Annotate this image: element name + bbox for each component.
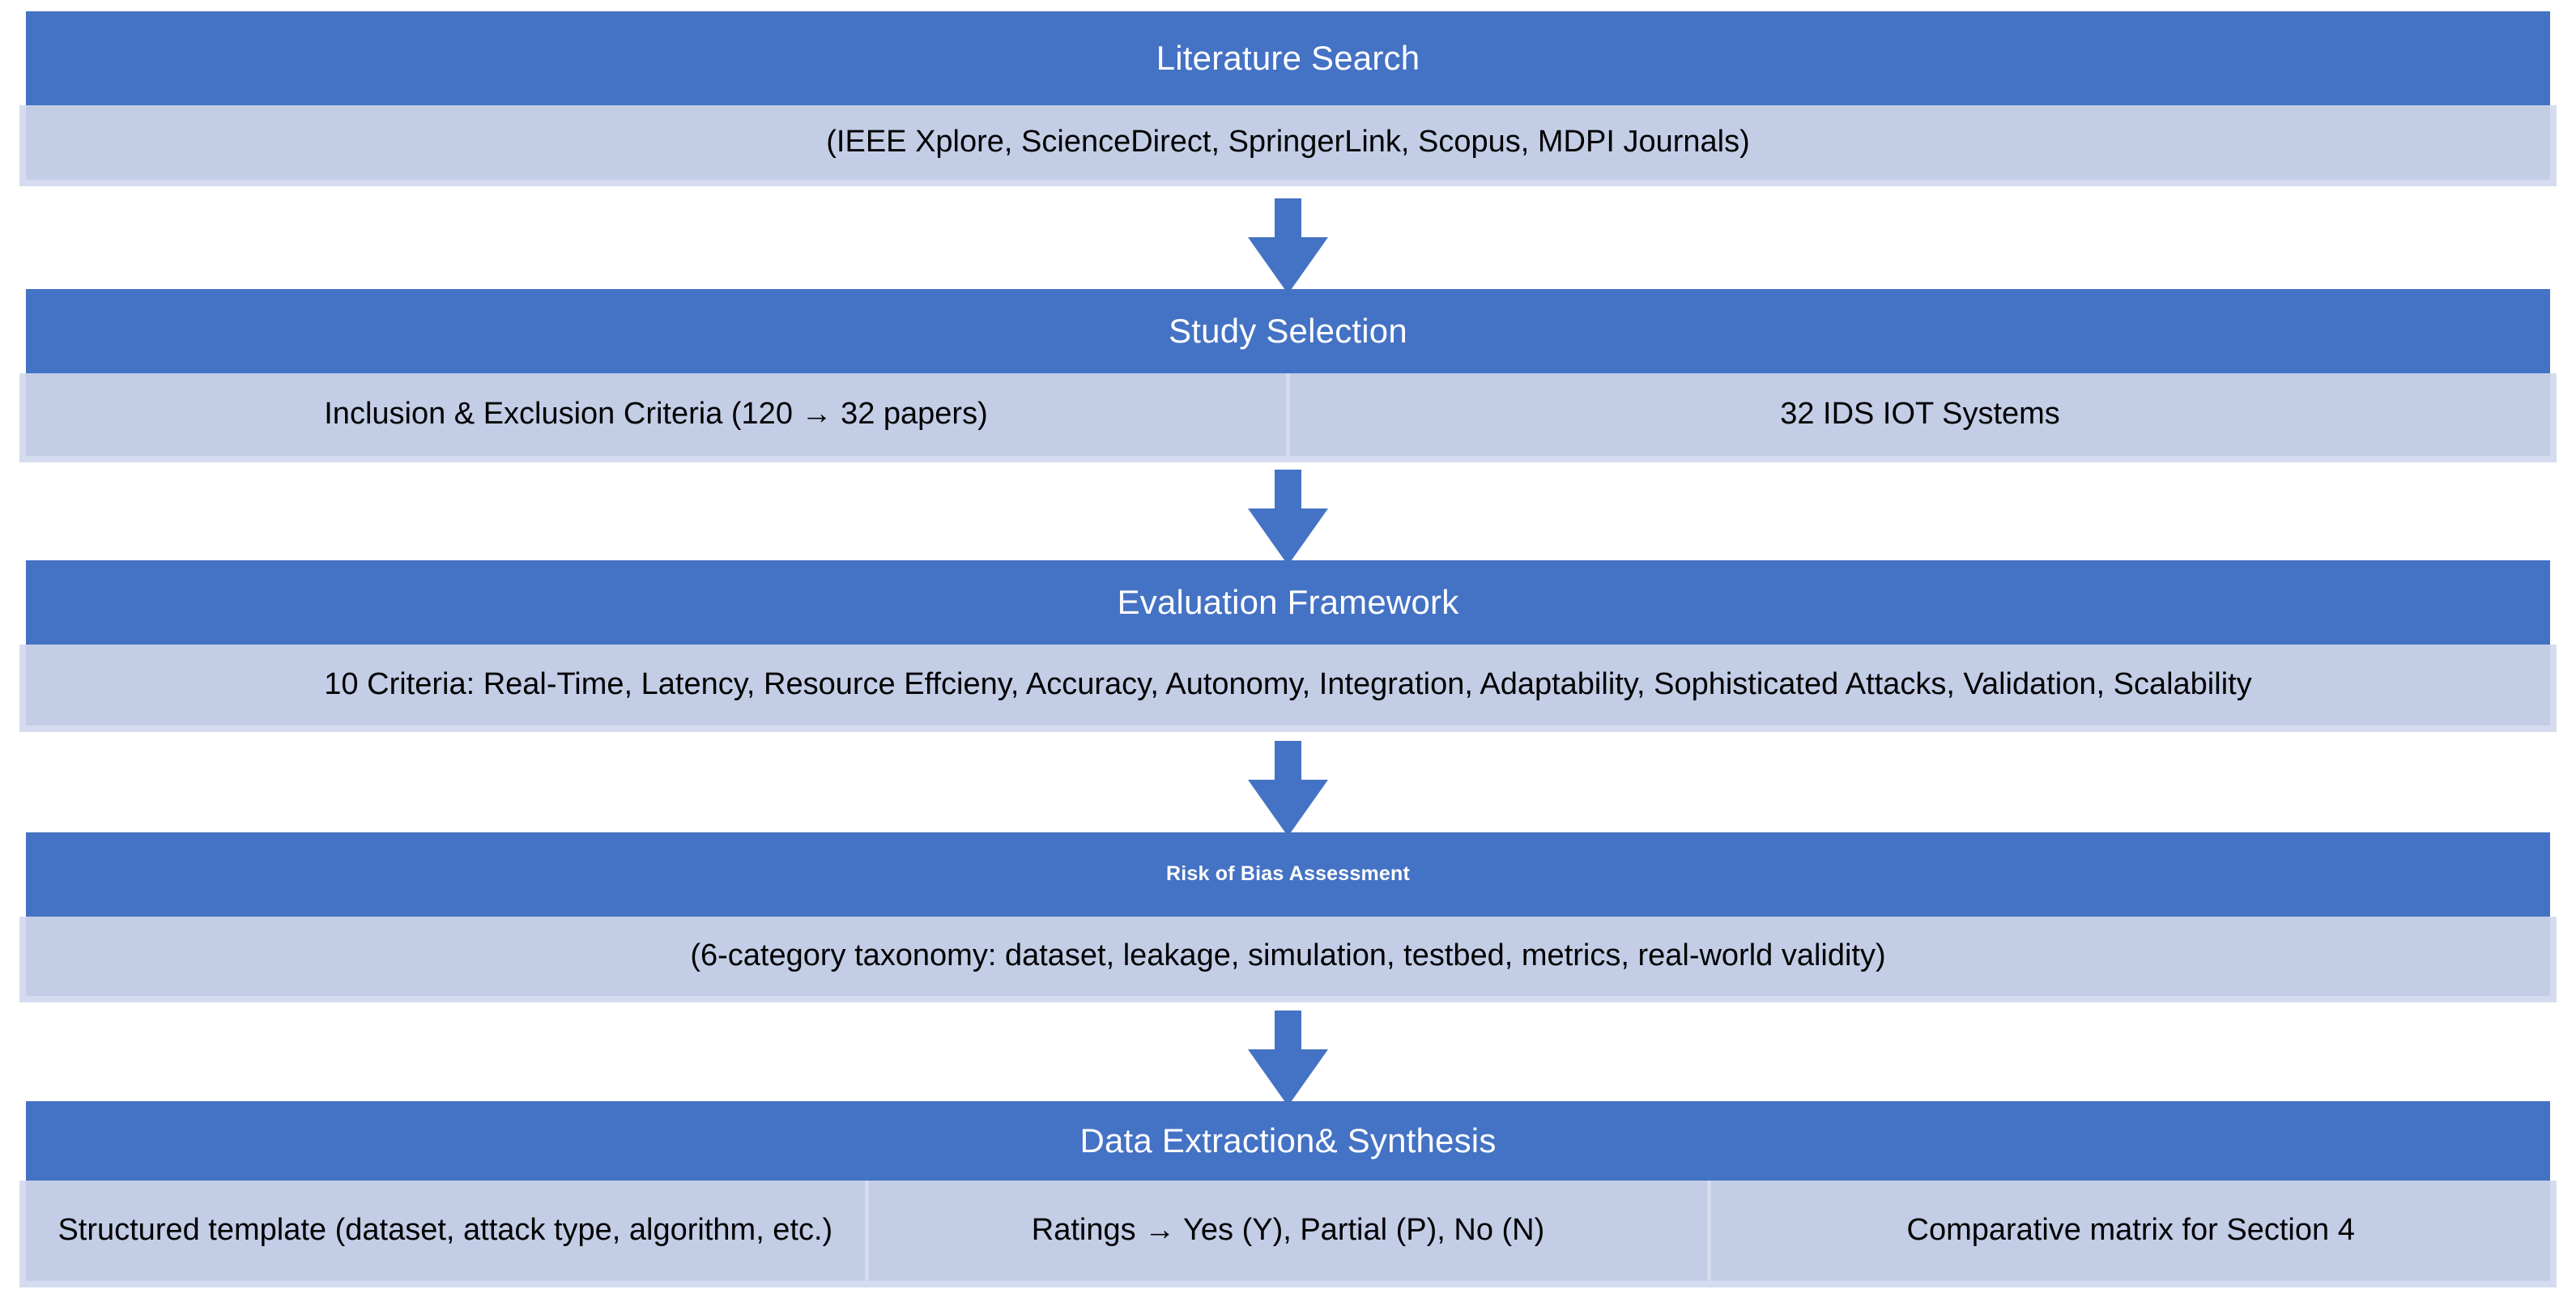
stage-body-data-extraction: Structured template (dataset, attack typ… — [19, 1181, 2557, 1287]
stage-risk-of-bias: Risk of Bias Assessment (6-category taxo… — [19, 832, 2557, 1002]
stage-body-study-selection: Inclusion & Exclusion Criteria (120 → 32… — [19, 373, 2557, 462]
stage-cell: (IEEE Xplore, ScienceDirect, SpringerLin… — [826, 125, 1750, 160]
stage-evaluation-framework: Evaluation Framework 10 Criteria: Real-T… — [19, 560, 2557, 732]
stage-cell: Inclusion & Exclusion Criteria (120 → 32… — [324, 397, 988, 432]
stage-title-data-extraction: Data Extraction& Synthesis — [26, 1101, 2550, 1181]
stage-cell: 32 IDS IOT Systems — [1286, 373, 2550, 456]
arrow-down-icon — [1248, 470, 1328, 565]
arrow-down-icon — [1248, 1011, 1328, 1106]
stage-cell: Structured template (dataset, attack typ… — [57, 1213, 833, 1248]
stage-cell: (6-category taxonomy: dataset, leakage, … — [690, 938, 1886, 973]
stage-cell: Ratings → Yes (Y), Partial (P), No (N) — [864, 1181, 1708, 1281]
stage-cell: 10 Criteria: Real-Time, Latency, Resourc… — [324, 667, 2252, 702]
stage-title-study-selection: Study Selection — [26, 289, 2550, 373]
stage-study-selection: Study Selection Inclusion & Exclusion Cr… — [19, 289, 2557, 462]
stage-body-literature-search: (IEEE Xplore, ScienceDirect, SpringerLin… — [19, 105, 2557, 186]
arrow-down-icon — [1248, 198, 1328, 294]
stage-title-evaluation-framework: Evaluation Framework — [26, 560, 2550, 645]
stage-body-evaluation-framework: 10 Criteria: Real-Time, Latency, Resourc… — [19, 645, 2557, 732]
stage-data-extraction: Data Extraction& Synthesis Structured te… — [19, 1101, 2557, 1287]
stage-title-risk-of-bias: Risk of Bias Assessment — [26, 832, 2550, 917]
stage-cell: Comparative matrix for Section 4 — [1707, 1181, 2550, 1281]
stage-body-risk-of-bias: (6-category taxonomy: dataset, leakage, … — [19, 917, 2557, 1002]
arrow-down-icon — [1248, 741, 1328, 836]
stage-literature-search: Literature Search (IEEE Xplore, ScienceD… — [19, 11, 2557, 186]
stage-title-literature-search: Literature Search — [26, 11, 2550, 105]
